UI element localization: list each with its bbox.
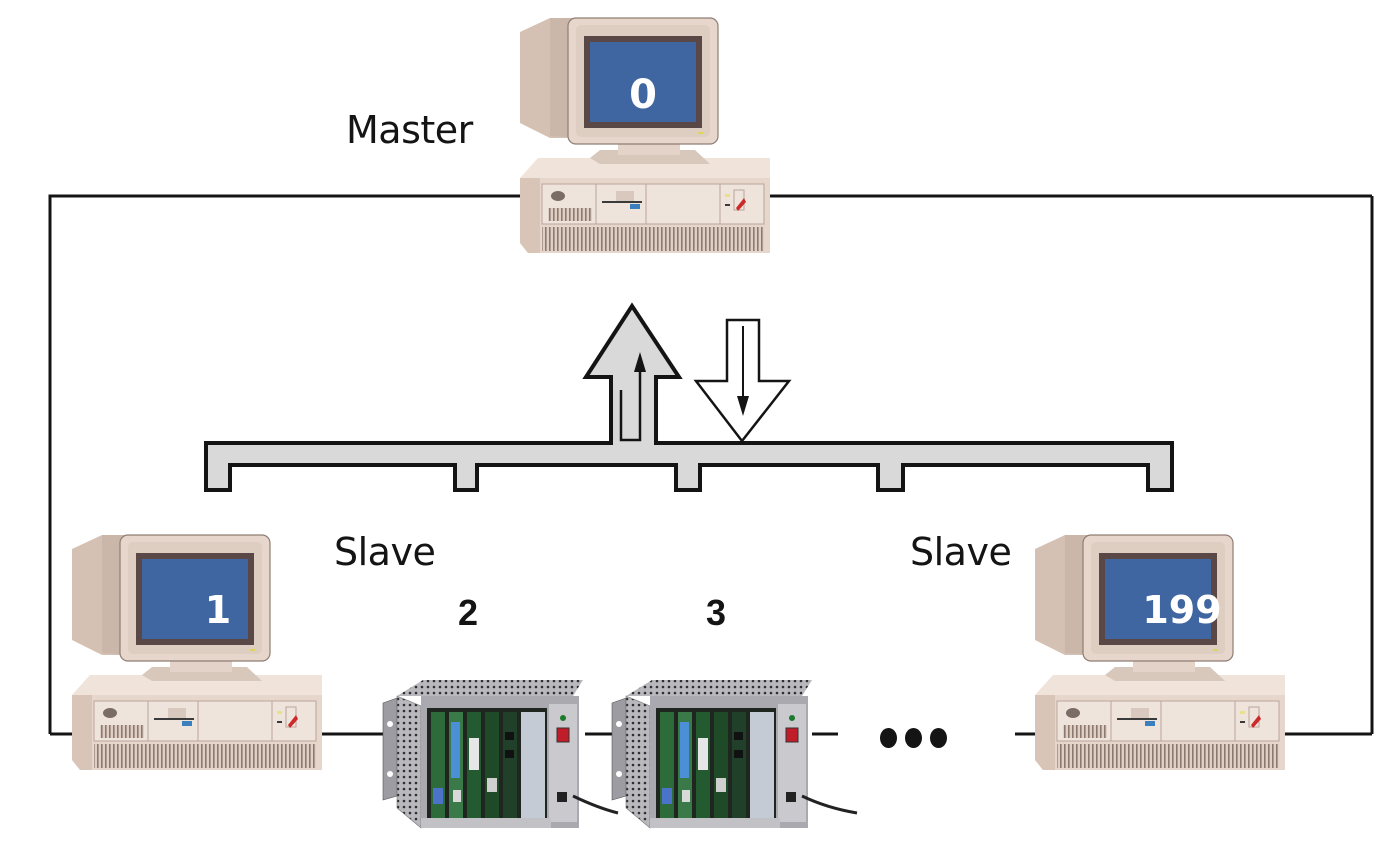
slave-label-right: Slave bbox=[910, 530, 1012, 574]
slave-computer-199: 199 bbox=[1034, 534, 1286, 771]
ellipsis-dot bbox=[930, 728, 947, 748]
up-arrow-inner-head bbox=[634, 352, 646, 372]
network-cable-top bbox=[48, 194, 520, 734]
down-arrow-inner-head bbox=[737, 396, 749, 416]
master-computer: 0 bbox=[519, 17, 771, 254]
master-label: Master bbox=[346, 108, 473, 152]
slave-1-screen-number: 1 bbox=[205, 588, 231, 632]
master-screen-number: 0 bbox=[629, 72, 657, 118]
slave-rack-2 bbox=[382, 679, 619, 829]
slave-computer-1: 1 bbox=[71, 534, 323, 771]
slave-rack-3 bbox=[611, 679, 858, 829]
rack-3-power-cable bbox=[801, 794, 858, 815]
slave-2-number: 2 bbox=[458, 592, 479, 633]
up-arrow-inner-channel bbox=[619, 365, 642, 442]
rack-2-power-cable bbox=[572, 794, 619, 815]
slave-label-left: Slave bbox=[334, 530, 436, 574]
slave-3-number: 3 bbox=[706, 592, 727, 633]
ellipsis-dot bbox=[905, 728, 922, 748]
ellipsis-more-slaves bbox=[880, 728, 947, 748]
ellipsis-dot bbox=[880, 728, 897, 748]
upward-arrow-icon bbox=[582, 302, 683, 445]
slave-199-screen-number: 199 bbox=[1142, 588, 1221, 632]
up-arrow-bus-join bbox=[613, 440, 654, 448]
data-bus bbox=[204, 441, 1174, 492]
